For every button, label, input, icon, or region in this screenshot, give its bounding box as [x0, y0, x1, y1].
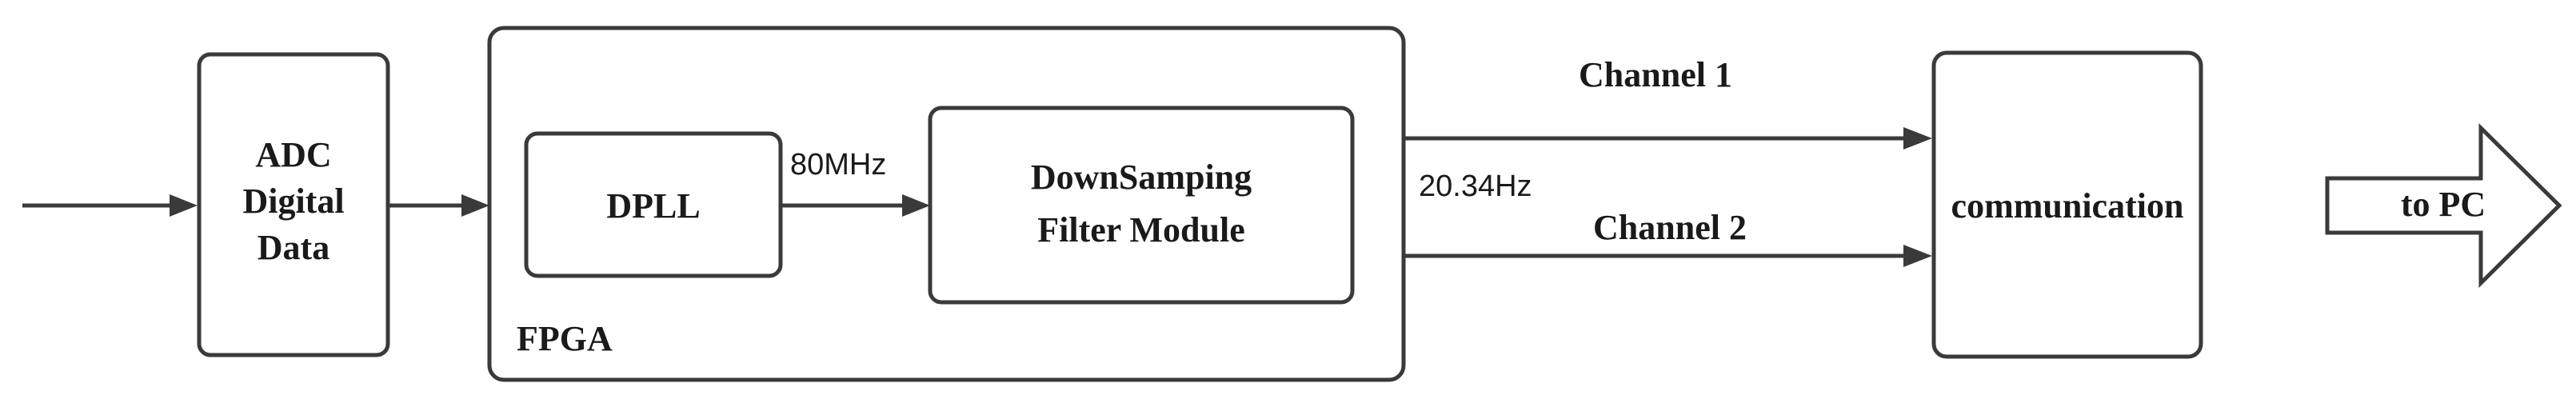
dpll-to-filter-arrow-head — [902, 194, 930, 217]
input-arrow-head — [170, 194, 198, 217]
adc-to-fpga-arrow-head — [461, 194, 489, 217]
freq-out-label: 20.34Hz — [1419, 170, 1532, 203]
filter-label-line1: DownSamping — [1031, 158, 1252, 197]
freq-80mhz-label: 80MHz — [790, 148, 886, 182]
adc-label-line3: Data — [258, 228, 329, 267]
communication-label: communication — [1951, 186, 2184, 225]
dpll-label: DPLL — [606, 186, 700, 225]
adc-label-line2: Digital — [242, 182, 344, 221]
channel2-arrow-head — [1903, 245, 1932, 267]
communication-block — [1931, 50, 2203, 359]
fpga-label: FPGA — [517, 319, 613, 358]
filter-label-line2: Filter Module — [1037, 210, 1244, 249]
to-pc-label: to PC — [2401, 185, 2486, 224]
channel1-arrow-head — [1903, 127, 1932, 150]
channel1-label: Channel 1 — [1579, 55, 1732, 94]
channel2-label: Channel 2 — [1593, 208, 1747, 247]
adc-label-line1: ADC — [255, 135, 331, 174]
to-pc-arrow — [2325, 123, 2562, 288]
filter-block — [928, 106, 1355, 305]
